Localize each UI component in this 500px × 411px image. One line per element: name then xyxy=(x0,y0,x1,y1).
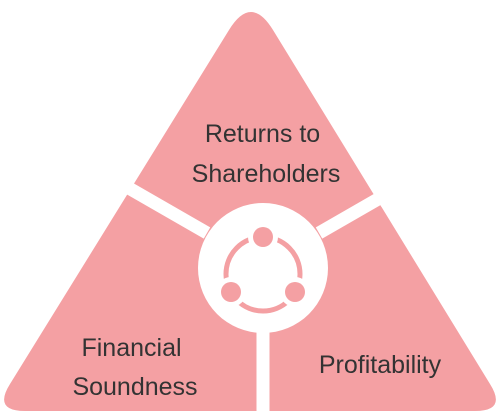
label-line: Soundness xyxy=(72,373,197,401)
divider-left xyxy=(116,177,211,239)
label-line: Financial xyxy=(81,334,181,362)
cycle-icon xyxy=(216,222,310,314)
label-returns-to-shareholders: Returns to Shareholders xyxy=(192,120,341,188)
label-profitability: Profitability xyxy=(319,351,442,379)
divider-right xyxy=(315,177,410,239)
label-line: Returns to xyxy=(205,120,320,148)
segment-dividers xyxy=(116,177,410,411)
label-financial-soundness: Financial Soundness xyxy=(72,334,197,401)
label-line: Shareholders xyxy=(192,160,341,188)
